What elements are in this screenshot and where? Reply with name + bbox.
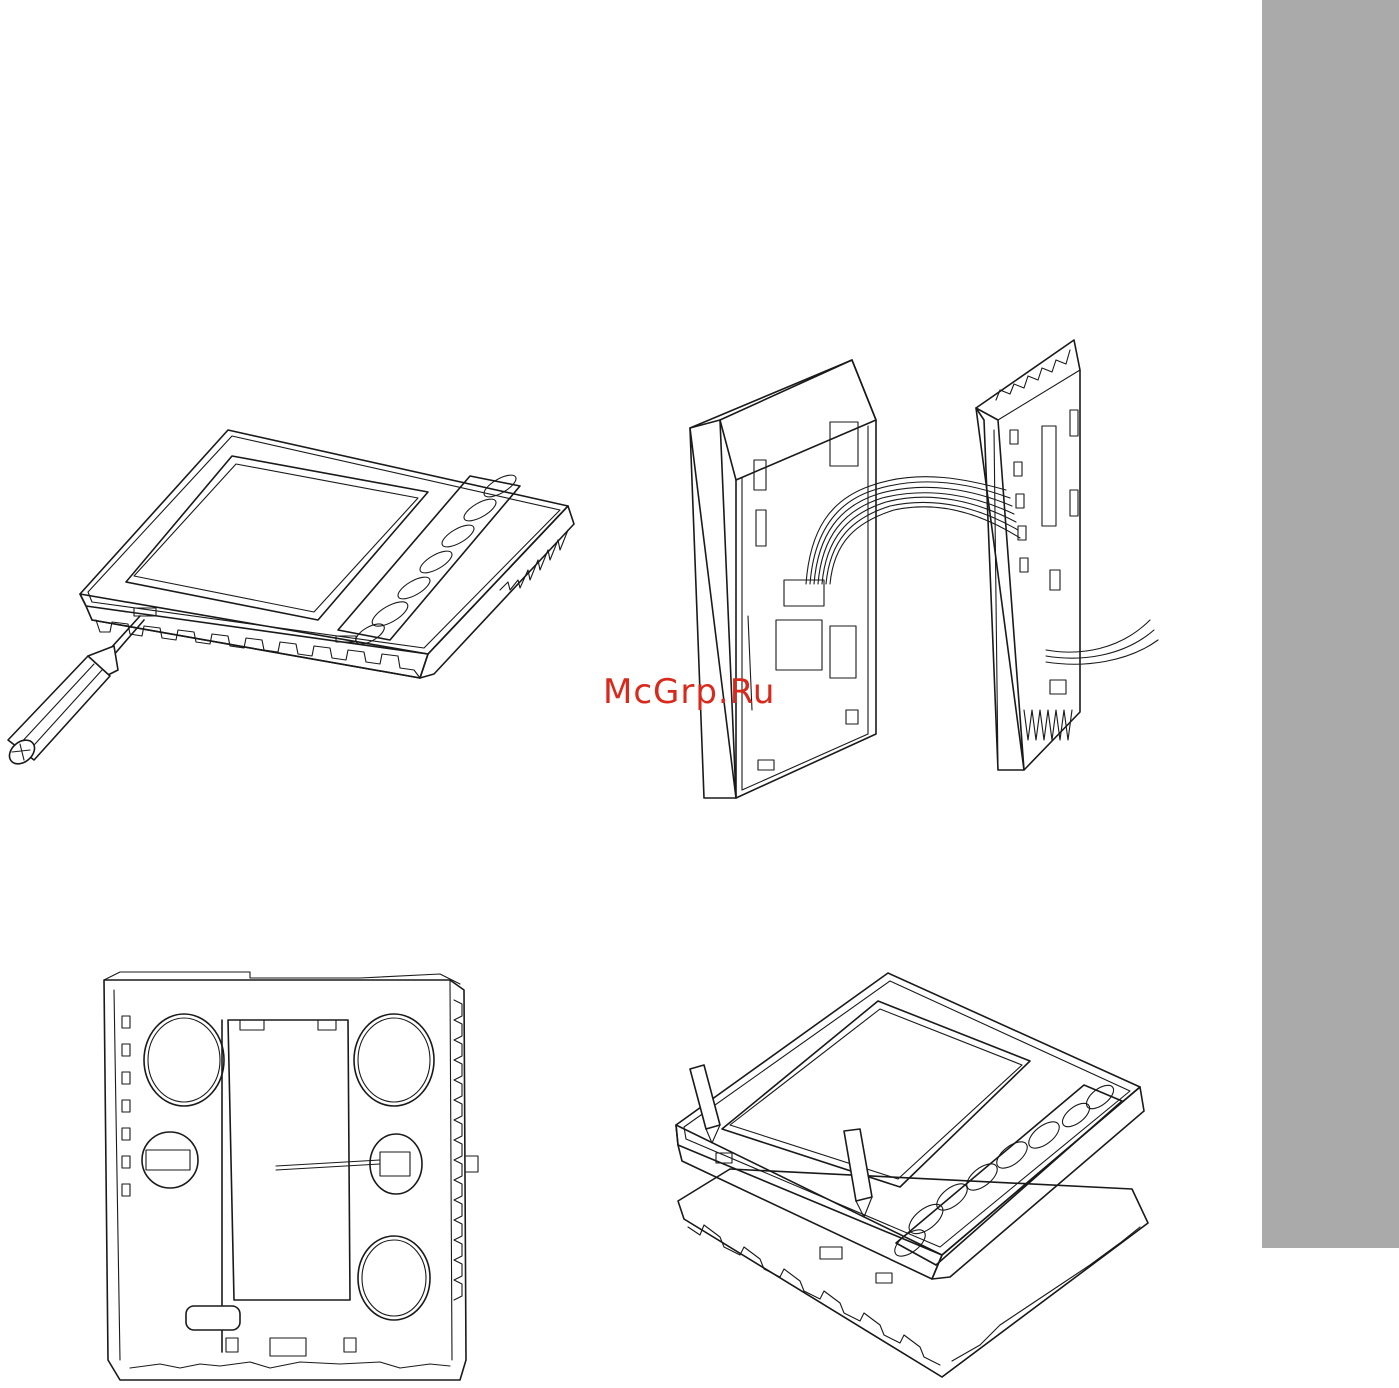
ribbon-cable-connection-icon xyxy=(680,330,1160,800)
assembly-with-pins-icon xyxy=(660,965,1160,1385)
device-with-screwdriver-icon xyxy=(0,420,590,780)
watermark: McGrp.Ru xyxy=(603,672,775,712)
back-plate-icon xyxy=(100,960,490,1385)
side-tab xyxy=(1262,0,1399,1248)
